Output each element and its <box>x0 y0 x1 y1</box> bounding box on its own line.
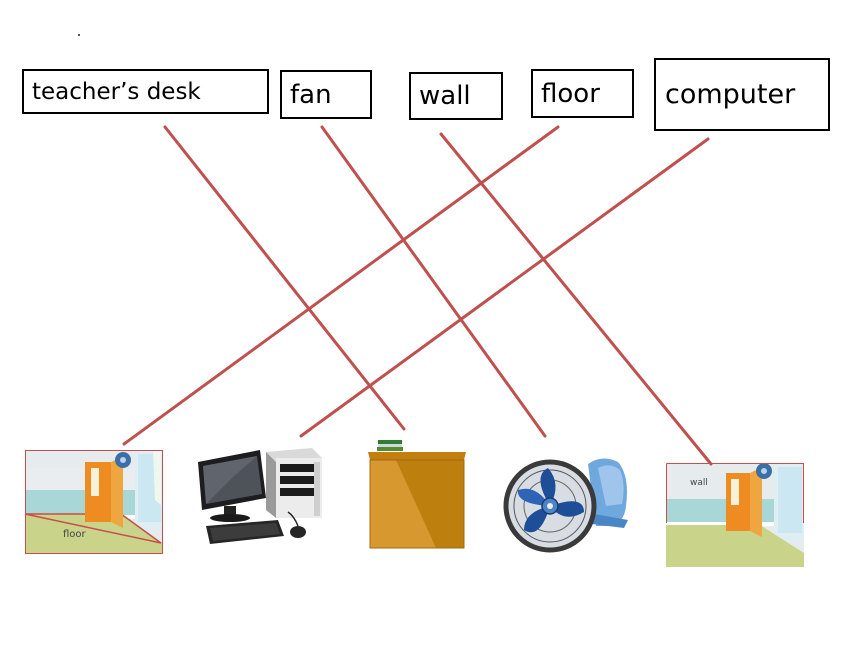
word-box-computer[interactable]: computer <box>654 58 830 131</box>
match-line-wall <box>439 132 713 466</box>
word-label-fan: fan <box>290 79 332 110</box>
electric-fan-icon <box>503 458 628 553</box>
word-box-wall[interactable]: wall <box>409 72 503 120</box>
word-box-teachers-desk[interactable]: teacher’s desk <box>22 69 269 114</box>
word-box-fan[interactable]: fan <box>280 70 372 119</box>
stray-dot <box>78 34 80 36</box>
floor-scene-label: floor <box>63 529 87 540</box>
computer-icon <box>198 448 322 544</box>
word-label-teachers-desk: teacher’s desk <box>32 78 201 105</box>
picture-wall[interactable]: wall <box>666 463 804 567</box>
match-line-computer <box>299 137 710 438</box>
wall-scene-label: wall <box>690 478 708 488</box>
word-label-wall: wall <box>419 81 471 111</box>
picture-computer[interactable] <box>194 448 326 548</box>
word-label-computer: computer <box>665 79 796 110</box>
teachers-desk-icon <box>368 440 466 549</box>
match-line-floor <box>122 125 560 446</box>
picture-fan[interactable] <box>502 454 630 556</box>
classroom-floor-icon: floor <box>24 450 163 554</box>
match-line-fan <box>320 125 547 438</box>
word-box-floor[interactable]: floor <box>531 69 634 118</box>
match-line-teachers-desk <box>163 125 406 431</box>
picture-teachers-desk[interactable] <box>366 440 470 550</box>
word-label-floor: floor <box>541 78 600 109</box>
picture-floor[interactable]: floor <box>24 450 163 554</box>
classroom-wall-icon: wall <box>666 463 804 567</box>
